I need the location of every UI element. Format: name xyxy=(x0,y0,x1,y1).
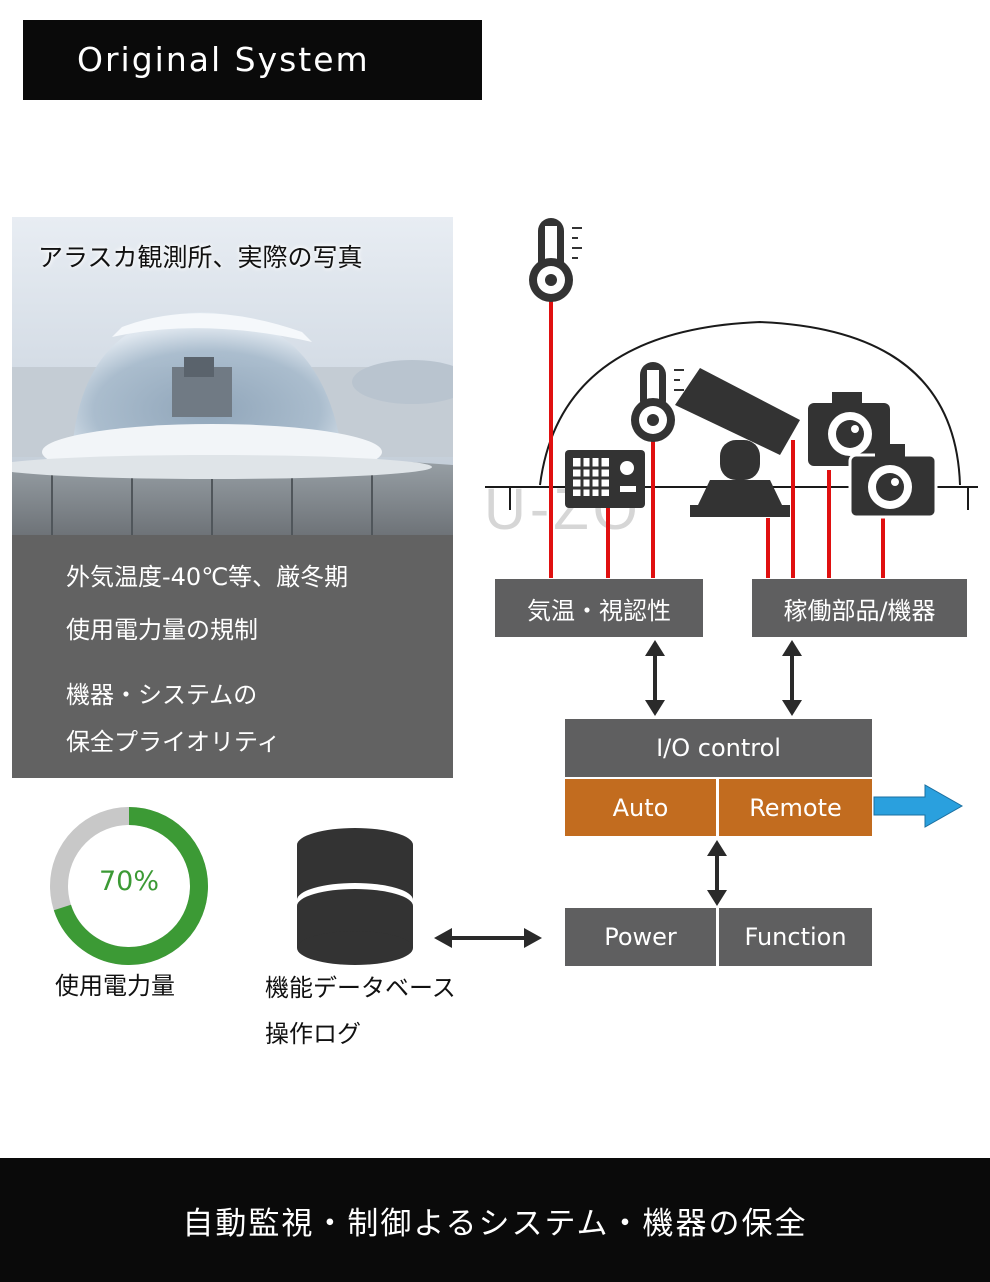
function-box: Function xyxy=(719,908,872,966)
connection-arrows xyxy=(434,640,802,948)
power-box: Power xyxy=(565,908,716,966)
observatory-photo xyxy=(12,217,453,535)
condition-power-limit: 使用電力量の規制 xyxy=(66,616,258,644)
operation-log-label: 操作ログ xyxy=(265,1020,361,1048)
signal-lines xyxy=(549,300,885,578)
database-icon xyxy=(297,828,413,965)
condition-priority-line1: 機器・システムの xyxy=(66,681,258,709)
remote-mode-box: Remote xyxy=(719,779,872,836)
photo-caption: アラスカ観測所、実際の写真 xyxy=(38,243,363,272)
air-conditioner-icon xyxy=(565,450,645,508)
output-arrow xyxy=(873,784,964,828)
thermometer-icon xyxy=(529,218,582,302)
dome-outline xyxy=(539,320,961,486)
thermometer-icon xyxy=(631,362,684,442)
auto-mode-box: Auto xyxy=(565,779,716,836)
power-usage-donut xyxy=(50,807,208,965)
operating-devices-box: 稼働部品/機器 xyxy=(752,579,967,637)
function-database-label: 機能データベース xyxy=(265,974,456,1002)
donut-fill xyxy=(50,807,208,965)
condition-temperature: 外気温度-40℃等、厳冬期 xyxy=(66,563,349,591)
condition-priority-line2: 保全プライオリティ xyxy=(66,728,281,756)
weather-visibility-box: 気温・視認性 xyxy=(495,579,703,637)
conditions-panel: 外気温度-40℃等、厳冬期 使用電力量の規制 機器・システムの 保全プライオリテ… xyxy=(12,535,453,778)
camera-icon xyxy=(848,444,938,519)
io-control-box: I/O control xyxy=(565,719,872,777)
power-usage-label: 使用電力量 xyxy=(55,972,175,1000)
page-title: Original System xyxy=(23,20,482,100)
footer-banner: 自動監視・制御よるシステム・機器の保全 xyxy=(0,1158,990,1282)
power-usage-percent: 70% xyxy=(98,866,159,897)
camera-icon xyxy=(808,392,890,466)
telescope-icon xyxy=(675,368,800,517)
